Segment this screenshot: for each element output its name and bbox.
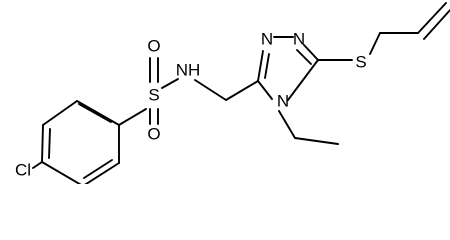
atom-label-n-ring-2: N (261, 30, 273, 49)
bond-c5-n4 (287, 59, 319, 101)
bond-s-allyl-ch2 (369, 32, 381, 55)
atom-label-o-bottom: O (147, 125, 160, 144)
bond-n1-c5 (303, 44, 319, 61)
atom-label-cl: Cl (15, 161, 31, 180)
bond-ring-c2-c3 (42, 100, 78, 126)
bond-n4-ch2-ethyl (278, 110, 296, 139)
bond-ring-c3-c4 (41, 124, 44, 163)
bond-nh-ch2 (194, 79, 227, 101)
bond-ring-c1-c2 (76, 100, 120, 126)
atom-label-nh: NH (176, 61, 201, 80)
molecule-structure: Cl S O O NH N N N S (15, 2, 450, 184)
atom-label-n-ring-1: N (293, 30, 305, 49)
atom-label-n-ring-4: N (277, 92, 289, 111)
bond-ethyl-ch2-ch3 (294, 137, 339, 145)
atom-labels: Cl S O O NH N N N S (15, 30, 367, 180)
bond-c3-n2 (257, 50, 264, 82)
bond-c4-cl (32, 161, 43, 169)
bond-ring-c5-c6 (84, 162, 120, 184)
bond-ring-c4-c5 (41, 161, 82, 184)
bond-ch2-triazole (225, 80, 259, 101)
bond-n1-c5-inner (296, 49, 312, 65)
bonds (32, 2, 450, 184)
bond-c1-s (118, 108, 147, 126)
bond-ring-c5-c6-inner (83, 159, 113, 179)
bond-s-nh (161, 78, 179, 89)
atom-label-s-sulfonyl: S (148, 86, 159, 105)
bond-ring-c3-c4-inner (48, 128, 51, 159)
bond-allyl-ch-ch2-inner (423, 8, 450, 40)
bond-ring-c1-c2-inner (78, 103, 112, 123)
bond-allyl-ch-ch2 (417, 2, 447, 34)
bond-c3-n4 (257, 80, 273, 100)
atom-label-s-thio: S (355, 53, 366, 72)
bond-c3-n2-inner (264, 53, 270, 79)
atom-label-o-top: O (147, 37, 160, 56)
